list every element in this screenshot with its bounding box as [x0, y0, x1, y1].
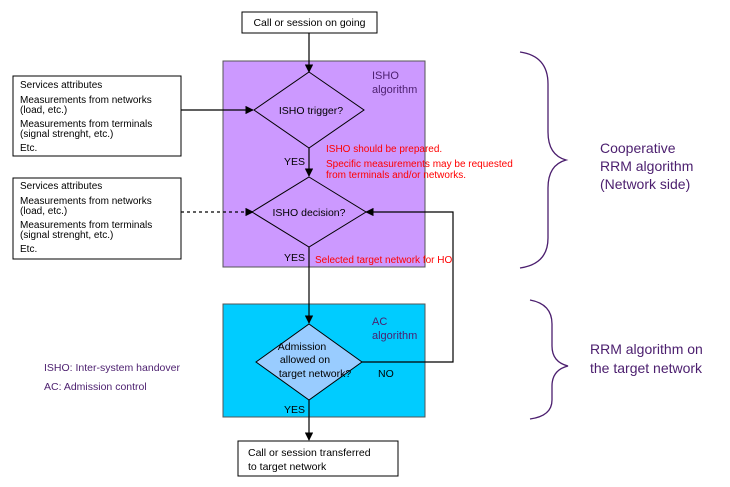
input-box-1-item-4: Measurements from terminals	[20, 119, 152, 130]
isho-region-label-line2: algorithm	[372, 84, 417, 96]
note-measure-line1: Specific measurements may be requested	[326, 159, 513, 170]
input-box-1	[12, 75, 182, 157]
isho-decision-label: ISHO decision?	[273, 207, 346, 219]
admission-label-line1: Admission	[278, 341, 327, 353]
admission-label-line3: target network?	[279, 368, 352, 380]
note-selected: Selected target network for HO	[315, 255, 453, 266]
legend-isho: ISHO: Inter-system handover	[44, 362, 180, 374]
arrow-no-loop-back	[362, 207, 454, 363]
input-box-1-item-3: (load, etc.)	[20, 105, 67, 116]
end-box-line2: to target network	[248, 461, 327, 473]
input-box-2	[12, 177, 182, 260]
ac-region-label-line2: algorithm	[372, 330, 417, 342]
trigger-yes-label: YES	[284, 156, 305, 168]
isho-decision-diamond	[251, 176, 367, 248]
brace-rrm-target	[529, 299, 569, 420]
admission-label-line2: allowed on	[280, 354, 330, 366]
input-box-2-item-5: (signal strenght, etc.)	[20, 230, 113, 241]
brace-cooperative	[519, 51, 569, 269]
brace-label-rrm-line2: the target network	[590, 360, 703, 376]
input-box-1-item-5: (signal strenght, etc.)	[20, 129, 113, 140]
input-box-2-item-3: (load, etc.)	[20, 206, 67, 217]
input-box-1-item-1: Services attributes	[20, 80, 102, 91]
isho-trigger-label: ISHO trigger?	[279, 105, 343, 117]
admission-no-label: NO	[378, 368, 394, 380]
isho-trigger-diamond	[253, 71, 365, 149]
input-box-1-item-6: Etc.	[20, 143, 37, 154]
note-prepare: ISHO should be prepared.	[326, 144, 442, 155]
legend-ac: AC: Admission control	[44, 381, 147, 393]
brace-label-coop-line1: Cooperative	[600, 140, 676, 156]
input-box-2-item-4: Measurements from terminals	[20, 220, 152, 231]
admission-yes-label: YES	[284, 404, 305, 416]
ac-region-label-line1: AC	[372, 316, 387, 328]
decision-yes-label: YES	[284, 252, 305, 264]
end-box-line1: Call or session transferred	[248, 447, 371, 459]
brace-label-coop-line2: RRM algorithm	[600, 158, 693, 174]
brace-label-coop-line3: (Network side)	[600, 176, 690, 192]
input-box-2-item-1: Services attributes	[20, 181, 102, 192]
input-box-2-item-6: Etc.	[20, 244, 37, 255]
input-box-1-item-2: Measurements from networks	[20, 95, 152, 106]
note-measure-line2: from terminals and/or networks.	[326, 170, 466, 181]
input-box-2-item-2: Measurements from networks	[20, 196, 152, 207]
brace-label-rrm-line1: RRM algorithm on	[590, 341, 703, 357]
start-box-label: Call or session on going	[253, 17, 365, 29]
admission-diamond	[255, 323, 363, 401]
isho-region-label-line1: ISHO	[372, 70, 399, 82]
end-box	[237, 440, 399, 477]
